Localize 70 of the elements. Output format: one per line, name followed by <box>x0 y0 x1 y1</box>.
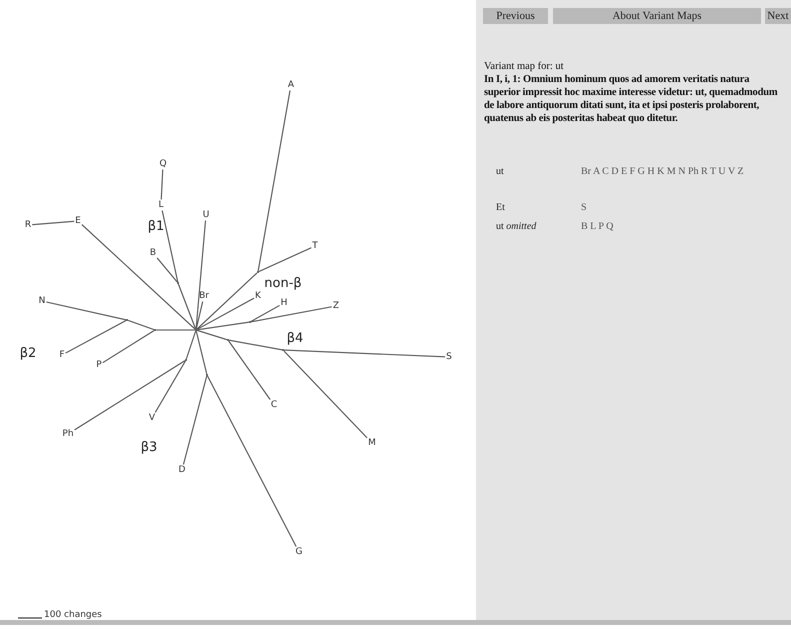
tree-branch <box>250 306 332 322</box>
tree-branch <box>258 90 291 272</box>
leaf-label: K <box>254 290 262 302</box>
group-label: β2 <box>20 346 36 360</box>
tree-branch <box>207 376 297 547</box>
tree-branch <box>156 329 195 331</box>
tree-branch <box>284 350 446 358</box>
reading-cell: ut omitted <box>496 221 536 233</box>
leaf-label: D <box>178 464 186 476</box>
heading-text: Variant map for: ut <box>484 60 564 73</box>
leaf-label: G <box>294 546 304 558</box>
tree-branch <box>196 298 254 330</box>
tree-branch <box>65 320 126 354</box>
about-button: About Variant Maps <box>553 8 761 24</box>
tree-branch <box>160 169 164 200</box>
group-label: β1 <box>148 220 164 232</box>
tree-branch <box>178 284 196 330</box>
tree-branch <box>186 330 196 360</box>
leaf-label: Br <box>198 290 210 302</box>
leaf-label: M <box>367 438 377 448</box>
leaf-label: Ph <box>61 428 75 440</box>
tree-branch <box>196 301 204 330</box>
leaf-label: V <box>148 412 156 424</box>
leaf-label: P <box>95 360 103 370</box>
witness-cell-text: S <box>581 202 588 214</box>
leaf-label: U <box>202 210 210 220</box>
next-button: Next <box>765 8 791 24</box>
tree-branch <box>154 360 186 413</box>
tree-branch <box>258 247 312 272</box>
scale-label: 100 changes <box>44 610 102 620</box>
tree-branch <box>46 301 126 320</box>
group-label: non-β <box>264 276 302 290</box>
tree-branch <box>156 258 178 282</box>
tree-branch <box>228 340 282 350</box>
leaf-label: C <box>270 400 278 410</box>
leaf-label: A <box>286 80 296 90</box>
tree-branch <box>162 210 178 282</box>
leaf-label: T <box>311 240 319 252</box>
tree-branch <box>196 330 208 374</box>
tree-branch <box>228 340 271 400</box>
tree-branch <box>284 350 368 438</box>
passage-text: In I, i, 1: Omnium hominum quos ad amorem veritatis natura superior impressit hoc maxime interesse videtur: ut, quemadmodum de labore antiquorum ditati sunt, ita et ipsi posteris prolaborent, quatenus ab eis posteritas habeat quo ditetur. <box>484 73 778 125</box>
previous-button: Previous <box>483 8 548 24</box>
leaf-label: Q <box>158 158 168 170</box>
leaf-label: F <box>58 350 66 360</box>
leaf-label: R <box>24 220 32 230</box>
leaf-label: H <box>280 298 288 308</box>
tree-branch <box>250 304 280 322</box>
leaf-label: Z <box>332 300 340 312</box>
tree-branch <box>74 360 186 430</box>
leaf-label: N <box>38 296 46 306</box>
leaf-label: B <box>148 248 158 258</box>
tree-branch <box>128 320 154 330</box>
tree-branch <box>32 220 74 226</box>
witness-cell-text: B L P Q <box>581 221 614 233</box>
reading-cell: ut <box>496 166 504 178</box>
group-label: β4 <box>286 332 304 344</box>
tree-branch <box>196 322 250 330</box>
tree-branch <box>102 330 154 364</box>
leaf-label: L <box>157 200 164 210</box>
tree-branch <box>196 330 228 340</box>
reading-cell: Et <box>496 202 505 214</box>
group-label: β3 <box>140 440 158 454</box>
tree-branch <box>196 220 206 330</box>
tree-branch <box>81 224 196 330</box>
tree-branch <box>196 272 258 330</box>
witness-cell-text: Br A C D E F G H K M N Ph R T U V Z <box>581 166 745 178</box>
tree-branch <box>182 376 208 465</box>
leaf-label: E <box>74 216 82 226</box>
leaf-label: S <box>445 352 453 362</box>
